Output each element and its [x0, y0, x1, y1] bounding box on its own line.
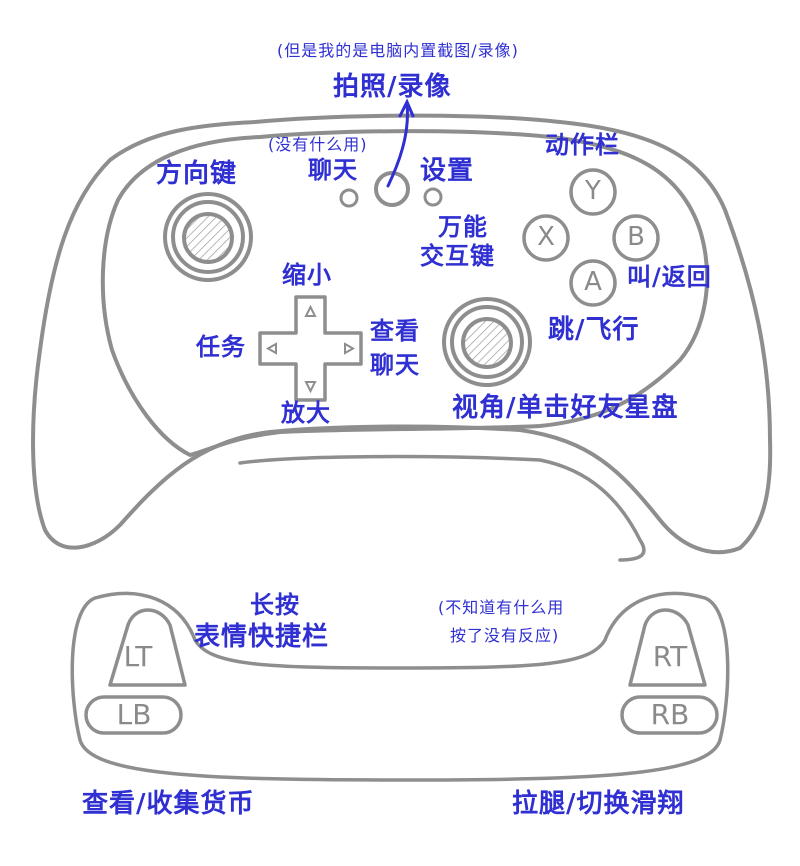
- lb-button[interactable]: LB: [116, 698, 152, 731]
- settings-label: 设置: [420, 156, 475, 186]
- dpad-right-label-line1: 查看: [370, 317, 420, 345]
- left-stick-outer: [163, 192, 253, 282]
- dpad-shape: [258, 295, 363, 402]
- left-stick-label: 方向键: [156, 159, 238, 189]
- dpad-left-arrow: [265, 342, 277, 355]
- lb-shape: [84, 695, 183, 735]
- b-button-shape: [612, 214, 660, 262]
- dpad-up-arrow: [304, 304, 317, 317]
- dpad-up-label: 缩小: [282, 261, 332, 289]
- dpad-down-label: 放大: [281, 399, 331, 427]
- chat-label: 聊天: [308, 156, 358, 184]
- controller-body-outline: [31, 113, 773, 555]
- y-button[interactable]: Y: [585, 176, 601, 206]
- lb-label: 查看/收集货币: [82, 789, 255, 819]
- right-stick-label: 视角/单击好友星盘: [452, 393, 679, 423]
- rt-note-line1: (不知道有什么用: [438, 598, 565, 617]
- settings-button-shape: [423, 187, 443, 207]
- left-stick-ring: [171, 200, 245, 274]
- dpad-right-label-line2: 聊天: [370, 351, 420, 379]
- rt-shape: [628, 608, 707, 687]
- chat-note: (没有什么用): [268, 135, 368, 154]
- right-stick-cap: [461, 317, 513, 369]
- screenshot-note: (但是我的是电脑内置截图/录像): [277, 41, 519, 60]
- chat-button-shape: [339, 188, 359, 208]
- dpad-right-arrow: [344, 342, 356, 355]
- a-label: 跳/飞行: [548, 315, 640, 345]
- screenshot-button-shape: [374, 171, 410, 207]
- x-label-line2: 交互键: [420, 242, 495, 270]
- x-button[interactable]: X: [537, 222, 555, 252]
- right-stick-outer: [442, 297, 532, 387]
- controller-face-plate: [100, 129, 710, 457]
- y-button-shape: [569, 168, 617, 216]
- dpad-down-arrow: [304, 381, 317, 394]
- screenshot-pointer-arrow: [386, 102, 409, 188]
- lt-button[interactable]: LT: [123, 640, 153, 673]
- controller-grip-cutout: [238, 454, 646, 562]
- rt-button[interactable]: RT: [652, 640, 688, 673]
- left-stick-cap: [182, 212, 234, 264]
- trigger-bar: [70, 591, 730, 782]
- rt-note-line2: 按了没有反应): [450, 626, 560, 645]
- b-button[interactable]: B: [627, 222, 645, 252]
- rb-button[interactable]: RB: [650, 698, 690, 731]
- a-button[interactable]: A: [584, 267, 602, 297]
- lt-label-line2: 表情快捷栏: [194, 622, 330, 652]
- a-button-shape: [569, 259, 617, 307]
- b-label: 叫/返回: [627, 263, 712, 291]
- right-stick-ring: [450, 305, 524, 379]
- rb-shape: [620, 695, 719, 735]
- x-label-line1: 万能: [438, 213, 488, 241]
- dpad-left-label: 任务: [196, 333, 246, 361]
- lt-label-line1: 长按: [250, 591, 300, 619]
- screenshot-label: 拍照/录像: [333, 72, 452, 102]
- x-button-shape: [522, 214, 570, 262]
- lt-shape: [108, 608, 187, 687]
- rb-label: 拉腿/切换滑翔: [512, 789, 685, 819]
- action-bar-label: 动作栏: [545, 131, 620, 159]
